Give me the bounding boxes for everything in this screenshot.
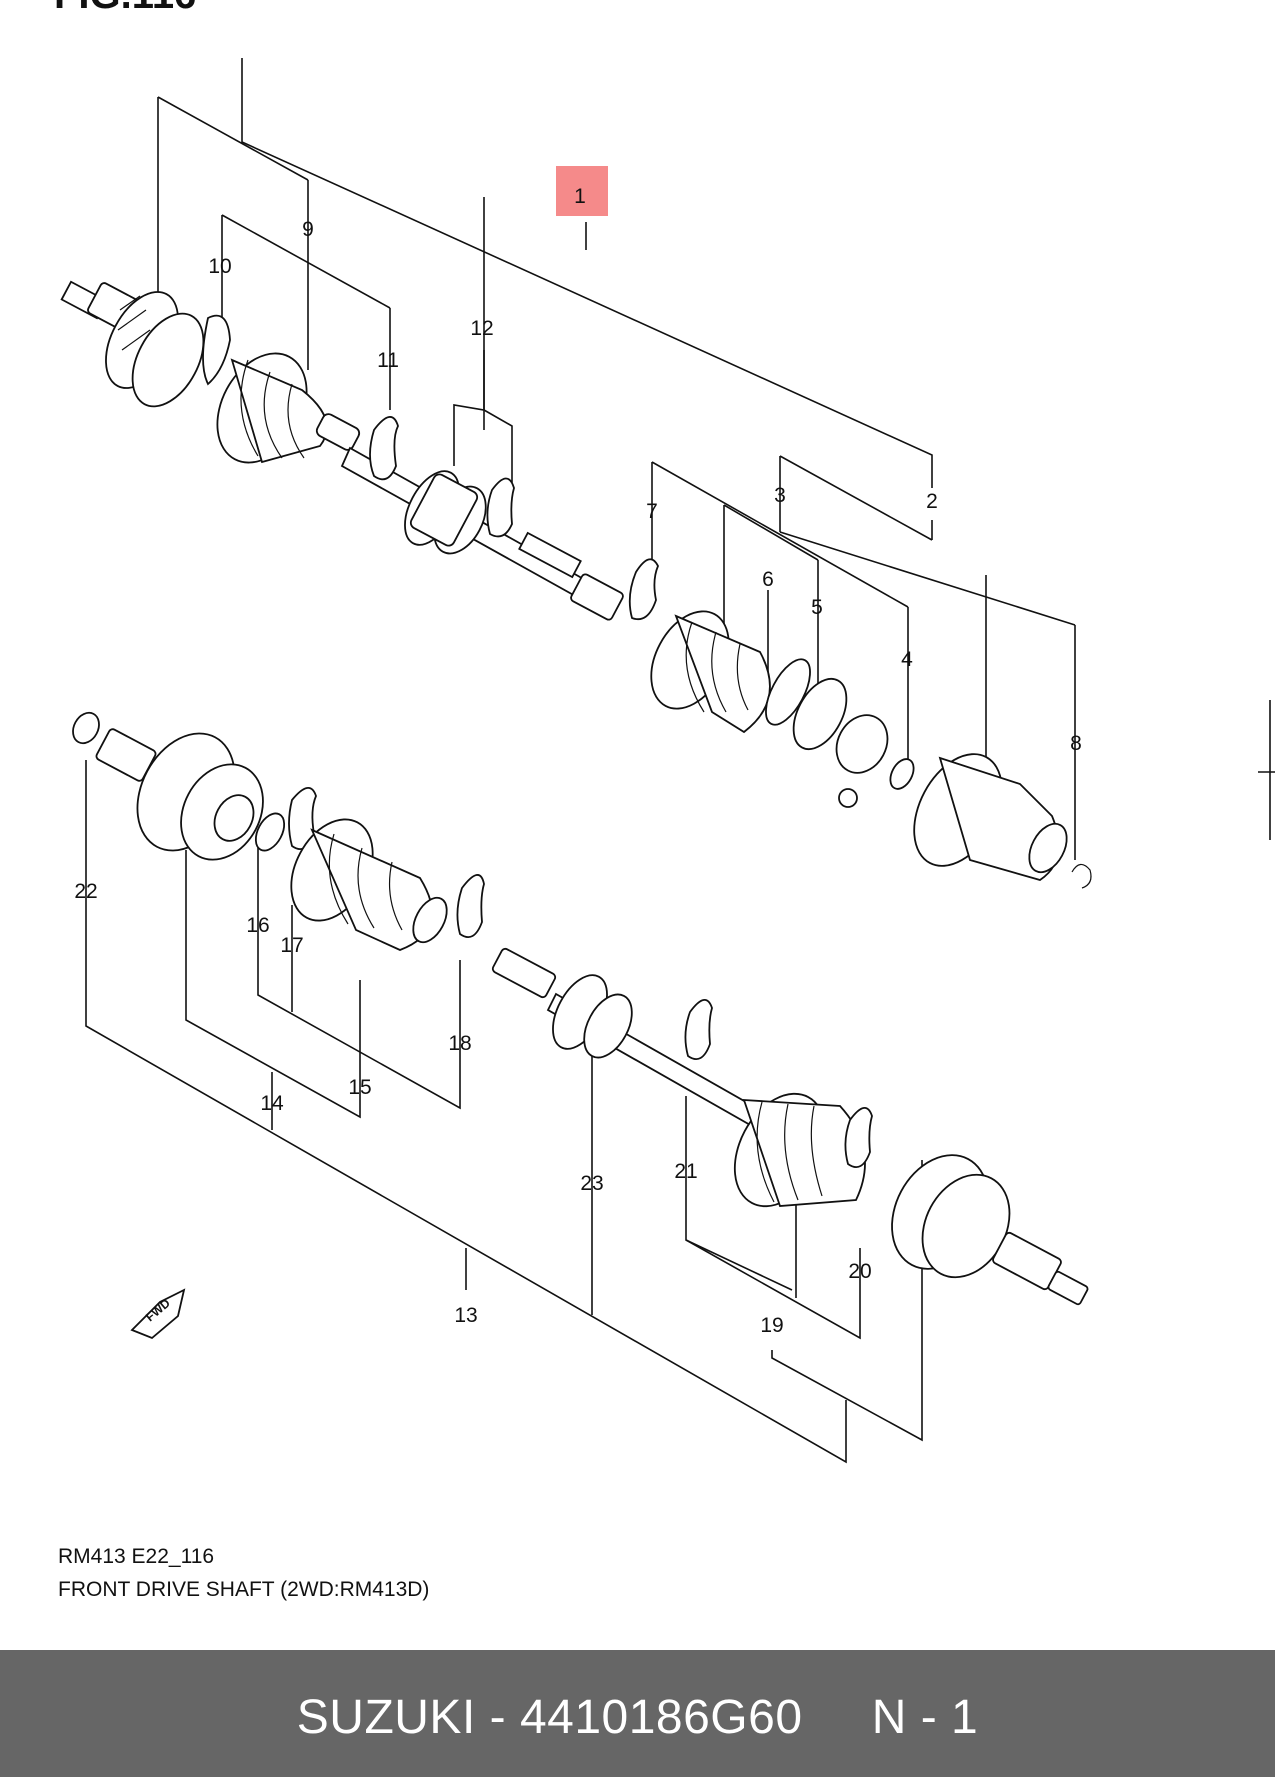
callout-5[interactable]: 5: [811, 596, 823, 619]
callout-9[interactable]: 9: [302, 218, 314, 241]
callout-3[interactable]: 3: [774, 484, 786, 507]
boot-band-21: [684, 999, 713, 1060]
diagram-title: FRONT DRIVE SHAFT (2WD:RM413D): [58, 1578, 430, 1601]
outer-cv-joint-upper: [60, 280, 205, 408]
damper-23: [552, 974, 633, 1059]
clip-22: [72, 711, 100, 745]
damper-12: [404, 470, 487, 555]
damper-band-12: [486, 477, 515, 538]
boot-band-11: [369, 416, 399, 481]
figure-header-fragment: FIG.116: [54, 0, 196, 17]
outer-cv-joint-lower-right: [891, 1154, 1089, 1306]
part-number-text: SUZUKI - 4410186G60 N - 1: [296, 1691, 979, 1744]
callout-13[interactable]: 13: [454, 1304, 477, 1327]
diagram-code: RM413 E22_116: [58, 1545, 215, 1568]
callout-2[interactable]: 2: [926, 490, 938, 513]
callout-4[interactable]: 4: [901, 648, 913, 671]
boot-band-10: [202, 314, 231, 386]
callout-6[interactable]: 6: [762, 568, 774, 591]
outer-boot-15: [290, 818, 448, 951]
callout-20[interactable]: 20: [848, 1260, 871, 1283]
callout-19[interactable]: 19: [760, 1314, 783, 1337]
callout-18[interactable]: 18: [448, 1032, 471, 1055]
callout-14[interactable]: 14: [260, 1092, 284, 1115]
boot-band-7: [628, 558, 659, 621]
callout-15[interactable]: 15: [348, 1076, 371, 1099]
outer-cv-joint-lower-14: [95, 728, 286, 861]
leader-lines-lower: [85, 760, 923, 1464]
inner-boot-6: [650, 610, 771, 734]
fwd-arrow-icon: FWD: [130, 1288, 186, 1340]
inner-shaft-spline: [518, 531, 624, 621]
callout-7[interactable]: 7: [646, 500, 658, 523]
inner-joint-housing-8: [913, 753, 1092, 889]
outer-boot-9: [216, 352, 361, 464]
callout-17[interactable]: 17: [280, 934, 303, 957]
callout-10[interactable]: 10: [208, 255, 231, 278]
callout-12[interactable]: 12: [470, 317, 493, 340]
boot-band-20: [844, 1107, 873, 1168]
outer-boot-19: [733, 1092, 866, 1208]
leader-lines-upper: [157, 58, 1076, 860]
callout-23[interactable]: 23: [580, 1172, 603, 1195]
callout-1[interactable]: 1: [574, 185, 586, 208]
part-number-bar: SUZUKI - 4410186G60 N - 1: [0, 1650, 1275, 1777]
callout-11[interactable]: 11: [377, 349, 399, 372]
exploded-parts-diagram: FIG.116: [54, 0, 1275, 1464]
boot-band-18: [456, 874, 485, 938]
callout-8[interactable]: 8: [1070, 732, 1082, 755]
circlip-5-4: [765, 658, 915, 808]
selected-part-highlight: [556, 166, 608, 216]
callout-22[interactable]: 22: [74, 880, 97, 903]
callout-16[interactable]: 16: [246, 914, 269, 937]
callout-21[interactable]: 21: [674, 1160, 697, 1183]
